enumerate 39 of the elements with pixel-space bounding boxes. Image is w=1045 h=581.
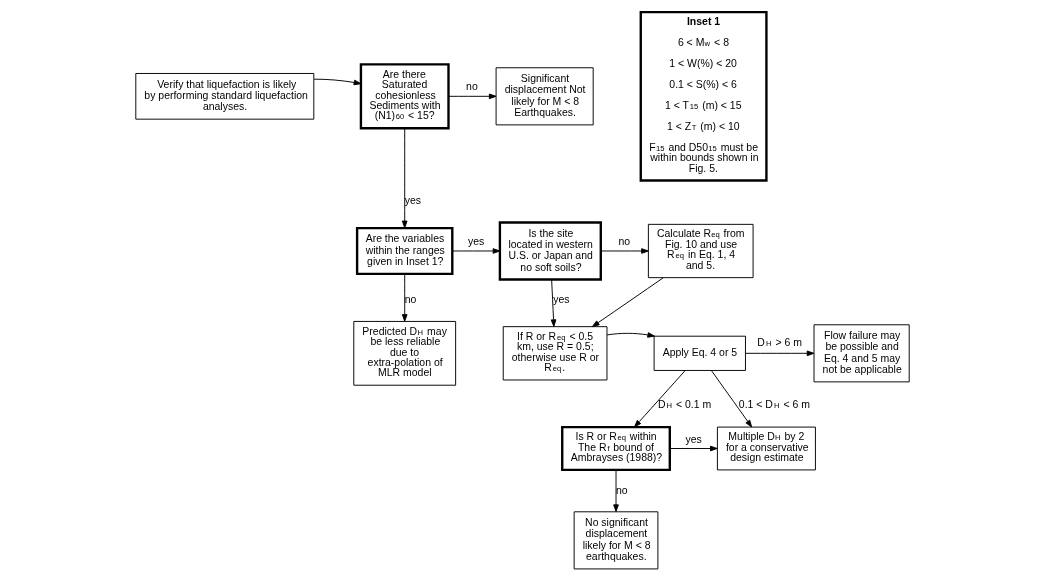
arrow	[613, 469, 619, 512]
node-box: Significant displacement Not likely for M < 8 Earthquakes.	[495, 67, 594, 126]
node-box: Inset 1 6 < Mw < 8 1 < W(%) < 20 0.1 < S(%) < 6 1 < T15 (m) < 15 1 < ZT (m) < 10 F15 and D5015 must be within bounds shown in Fig. 5.	[639, 10, 768, 182]
arrow	[600, 248, 649, 254]
edge-label: yes	[685, 433, 702, 445]
arrow	[592, 277, 664, 328]
node-box: Is the site located in western U.S. or Japan and no soft soils?	[498, 221, 602, 281]
arrow	[710, 370, 753, 428]
edge-label: yes	[553, 294, 570, 306]
node-box: Are there Saturated cohesionless Sediments with (N1)60 < 15?	[359, 63, 450, 130]
edge-label: yes	[404, 195, 421, 207]
node-box: Verify that liquefaction is likely by performing standard liquefaction analyses.	[135, 73, 315, 120]
node-box: No significant displacement likely for M < 8 earthquakes.	[573, 511, 659, 570]
arrow	[401, 273, 408, 322]
arrow	[448, 93, 497, 100]
arrow	[401, 128, 408, 229]
arrow	[745, 350, 815, 357]
arrow	[550, 279, 557, 327]
edge-label: 0.1 < DH < 6 m	[738, 398, 811, 410]
node-box: Multiple DH by 2 for a conservative design estimate	[716, 426, 816, 471]
node-box: Is R or Req within The Rf bound of Ambrayses (1988)?	[561, 425, 671, 472]
edge-label: no	[616, 484, 628, 496]
arrow	[634, 370, 686, 428]
edge-label: yes	[468, 236, 485, 248]
edge-label: DH > 6 m	[757, 337, 802, 349]
node-box: Predicted DH may be less reliable due to extra-polation of MLR model	[353, 320, 457, 386]
node-box: Are the variables within the ranges given in Inset 1?	[355, 226, 454, 276]
arrow	[313, 78, 362, 86]
node-box: If R or Req < 0.5 km, use R = 0.5; otherwise use R or Req.	[502, 326, 608, 381]
arrow	[669, 445, 718, 452]
edge-label: no	[466, 81, 478, 93]
node-box: Calculate Req from Fig. 10 and use Req in Eq. 1, 4 and 5.	[647, 223, 754, 279]
node-box: Apply Eq. 4 or 5	[653, 335, 746, 371]
edge-label: DH < 0.1 m	[657, 398, 712, 410]
arrow	[451, 248, 501, 254]
node-box: Flow failure may be possible and Eq. 4 and 5 may not be applicable	[813, 324, 910, 383]
edge-label: no	[618, 236, 631, 248]
edge-label: no	[404, 294, 417, 306]
arrow	[606, 332, 655, 338]
